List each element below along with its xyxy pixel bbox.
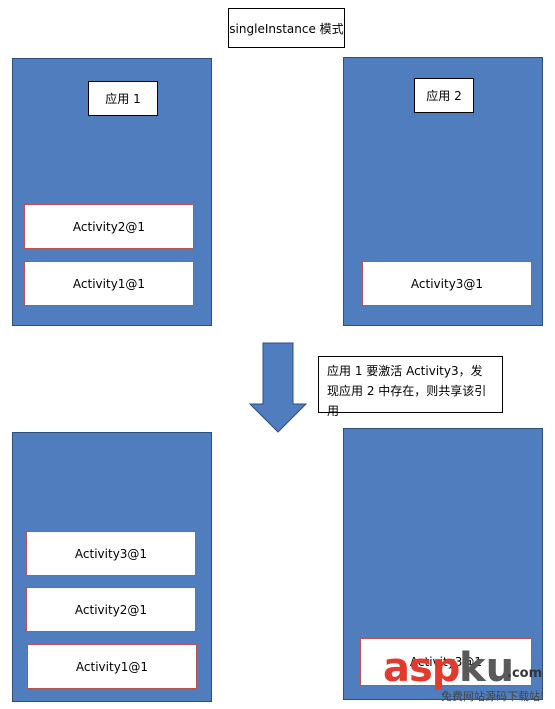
activity-box: Activity3@1 xyxy=(362,261,532,306)
top-app1-label: 应用 1 xyxy=(88,81,158,116)
top-app1-panel: 应用 1 Activity2@1 Activity1@1 xyxy=(12,58,212,326)
watermark-brand-right: ku xyxy=(459,645,515,691)
activity-box: Activity3@1 xyxy=(360,638,532,686)
watermark-logo: asp ku .com 免费网站源码下载站! xyxy=(383,646,553,708)
activity-box: Activity1@1 xyxy=(24,261,194,306)
down-arrow-icon xyxy=(248,342,308,433)
top-app2-label: 应用 2 xyxy=(414,78,474,113)
bottom-app1-panel: Activity3@1 Activity2@1 Activity1@1 xyxy=(12,432,212,702)
transition-note: 应用 1 要激活 Activity3，发现应用 2 中存在，则共享该引用 xyxy=(318,356,503,418)
activity-box: Activity1@1 xyxy=(27,644,197,689)
activity-box: Activity2@1 xyxy=(26,587,196,632)
activity-box: Activity3@1 xyxy=(26,531,196,576)
watermark-brand-suffix: .com xyxy=(507,666,543,681)
diagram-title: singleInstance 模式 xyxy=(228,8,345,48)
watermark-brand-left: asp xyxy=(383,645,460,691)
title-text: singleInstance 模式 xyxy=(229,21,344,36)
bottom-app2-panel: Activity3@1 xyxy=(343,428,543,700)
activity-box: Activity2@1 xyxy=(24,204,194,249)
top-app2-panel: 应用 2 Activity3@1 xyxy=(343,57,543,326)
watermark-tagline: 免费网站源码下载站! xyxy=(441,690,545,703)
